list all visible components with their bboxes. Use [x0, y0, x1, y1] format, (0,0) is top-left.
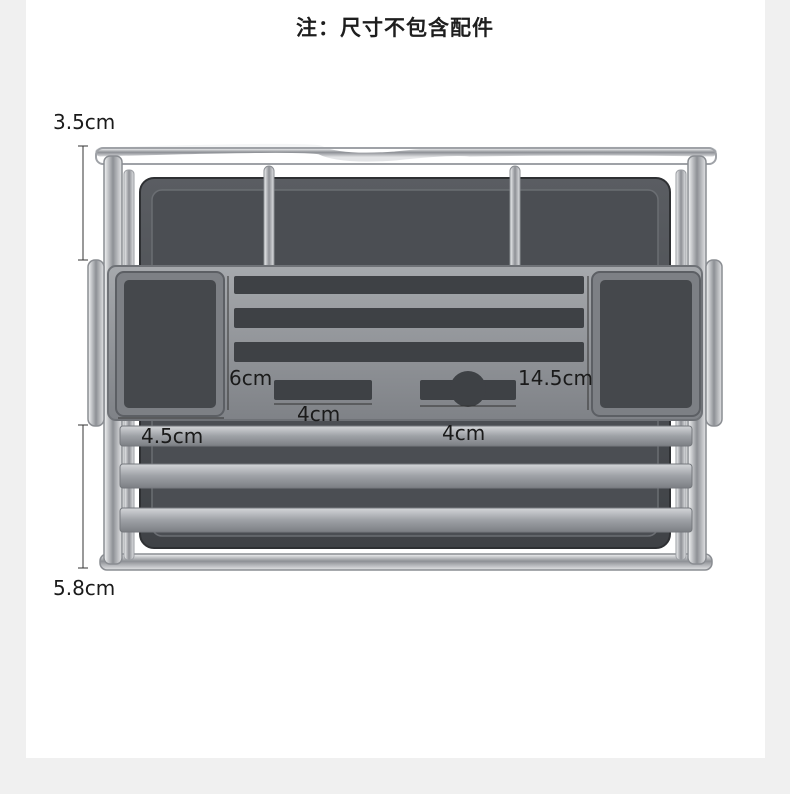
left-cup-height-label: 6cm: [229, 366, 273, 390]
right-cup-height-label: 14.5cm: [518, 366, 594, 390]
slot-width-label: 4cm: [297, 402, 341, 426]
height-guide-lines: [78, 145, 88, 569]
front-panel: [107, 265, 703, 421]
note-heading: 注：尺寸不包含配件: [296, 16, 494, 40]
bottom-gap-label: 5.8cm: [53, 576, 116, 600]
lower-bars: [119, 425, 693, 533]
knob-slot-width-label: 4cm: [442, 421, 486, 445]
left-cup-width-label: 4.5cm: [141, 424, 204, 448]
top-gap-label: 3.5cm: [53, 110, 116, 134]
